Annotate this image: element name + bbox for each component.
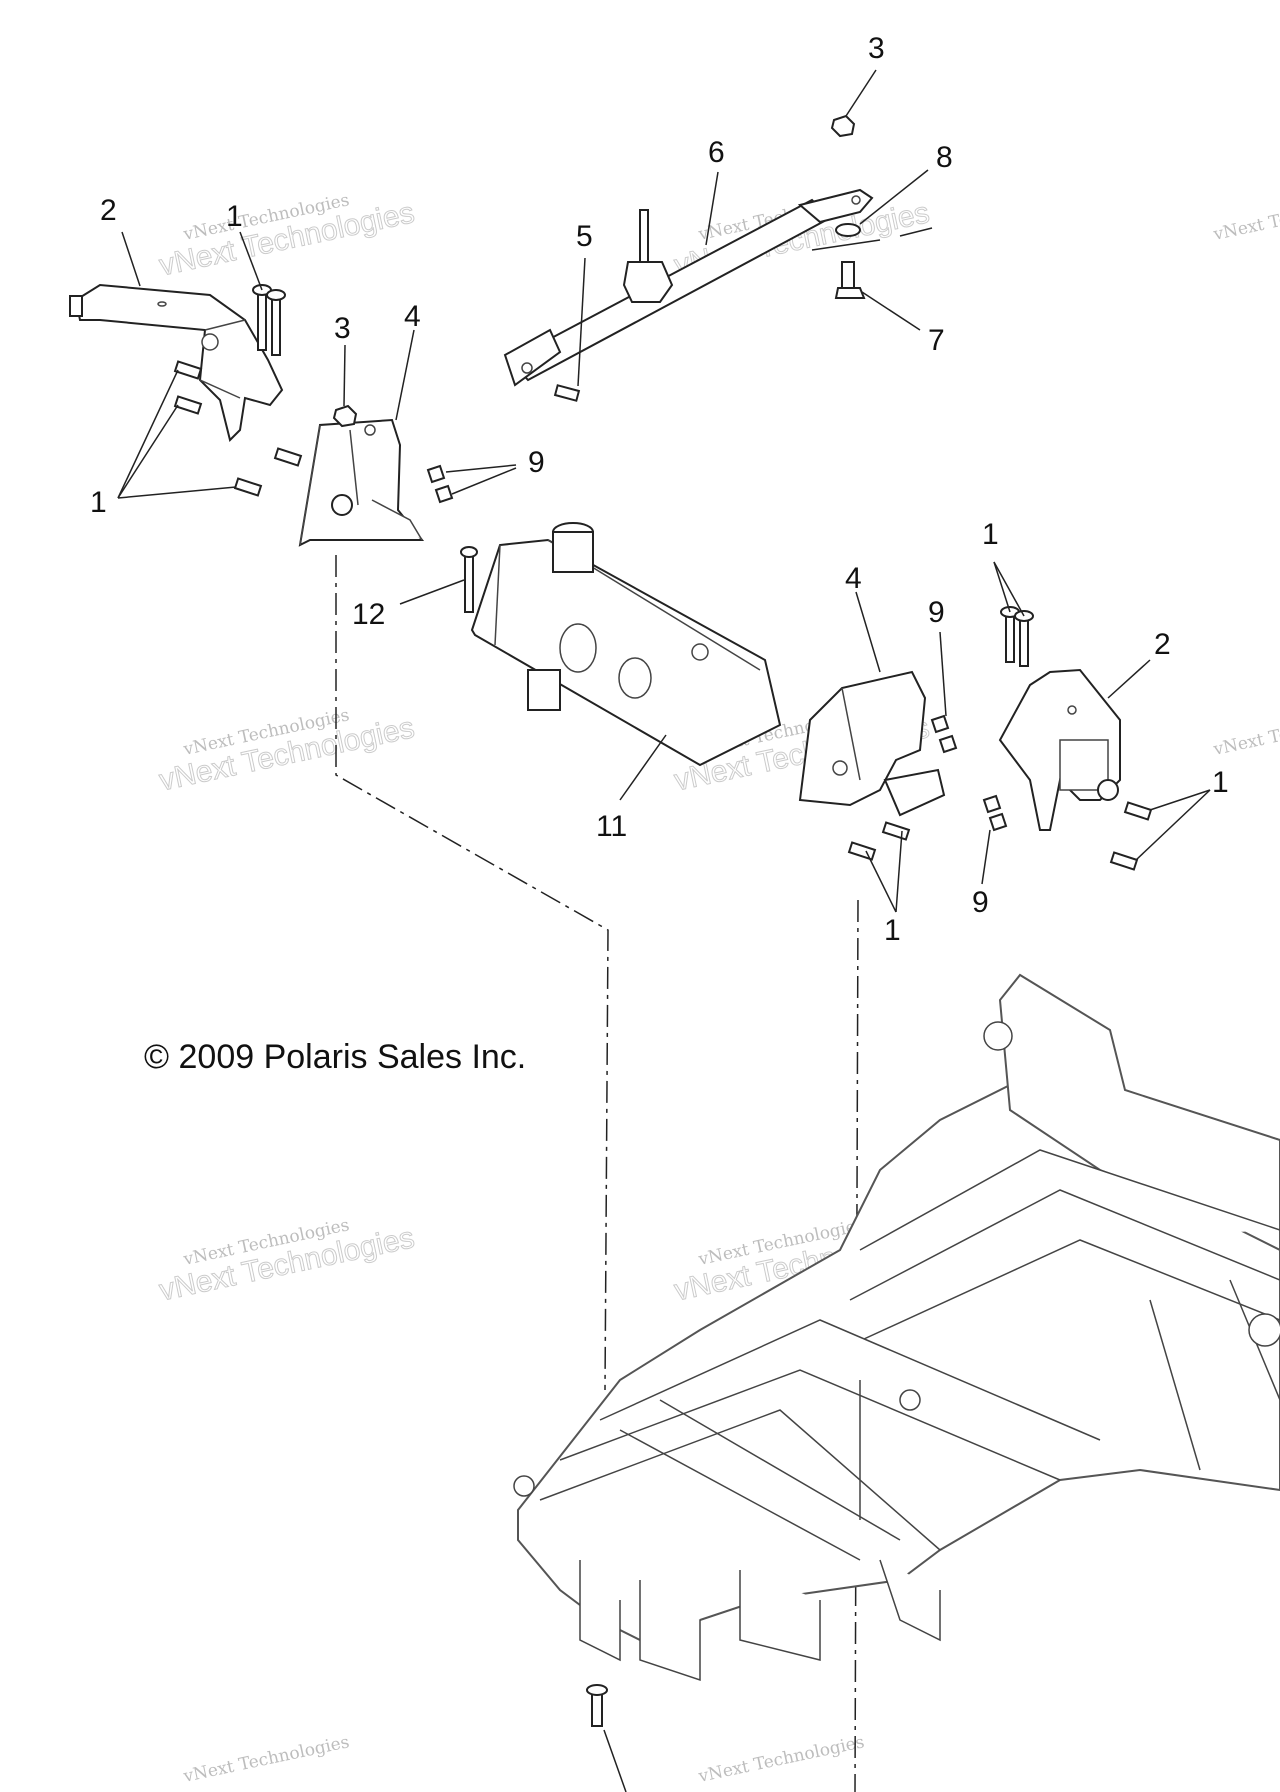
callout-2-right: 2 bbox=[1154, 628, 1171, 661]
callout-1-top-left: 1 bbox=[226, 200, 243, 233]
callouts: 3 6 8 7 5 2 1 3 4 9 1 12 11 4 9 1 2 1 9 … bbox=[90, 32, 1229, 947]
vehicle-frame bbox=[513, 973, 1280, 1792]
callout-9-right-top: 9 bbox=[928, 596, 945, 629]
watermark-line1: vNext Technologies bbox=[696, 1732, 866, 1787]
watermark: vNext Technologies bbox=[1211, 705, 1280, 760]
watermark: vNext Technologies bbox=[181, 1732, 351, 1787]
watermark-line1: vNext Technologies bbox=[1211, 190, 1280, 245]
part-2-right-bracket bbox=[998, 668, 1121, 831]
callout-5: 5 bbox=[576, 220, 593, 253]
watermark: vNext Technologies bbox=[696, 1732, 866, 1787]
watermark-line1: vNext Technologies bbox=[1211, 705, 1280, 760]
watermark-line1: vNext Technologies bbox=[181, 1732, 351, 1787]
watermark: vNext Technologies bbox=[1211, 190, 1280, 245]
part-6-tube bbox=[503, 188, 874, 387]
callout-7: 7 bbox=[928, 324, 945, 357]
callout-1-bottom: 1 bbox=[884, 914, 901, 947]
callout-12: 12 bbox=[352, 598, 385, 631]
watermark: vNext Technologies vNext Technologies bbox=[156, 190, 418, 283]
callout-3-top: 3 bbox=[868, 32, 885, 65]
callout-11: 11 bbox=[596, 810, 627, 843]
copyright-notice: © 2009 Polaris Sales Inc. bbox=[144, 1038, 526, 1076]
part-4-right-bracket bbox=[798, 670, 946, 817]
callout-3-mid: 3 bbox=[334, 312, 351, 345]
part-2-left-bracket bbox=[69, 283, 284, 442]
callout-6: 6 bbox=[708, 136, 725, 169]
watermark: vNext Technologies vNext Technologies bbox=[156, 705, 418, 798]
callout-1-left: 1 bbox=[90, 486, 107, 519]
callout-2-left: 2 bbox=[100, 194, 117, 227]
part-11-crossmember bbox=[470, 522, 782, 767]
callout-1-right: 1 bbox=[1212, 766, 1229, 799]
callout-9-left: 9 bbox=[528, 446, 545, 479]
part-4-left-plate bbox=[298, 418, 425, 547]
leader-lines bbox=[117, 69, 1211, 913]
callout-1-right-top: 1 bbox=[982, 518, 999, 551]
watermark: vNext Technologies vNext Technologies bbox=[156, 1215, 418, 1308]
callout-4-right: 4 bbox=[845, 562, 862, 595]
fasteners bbox=[173, 114, 1153, 871]
callout-8: 8 bbox=[936, 141, 953, 174]
callout-4-left: 4 bbox=[404, 300, 421, 333]
callout-9-right-bottom: 9 bbox=[972, 886, 989, 919]
